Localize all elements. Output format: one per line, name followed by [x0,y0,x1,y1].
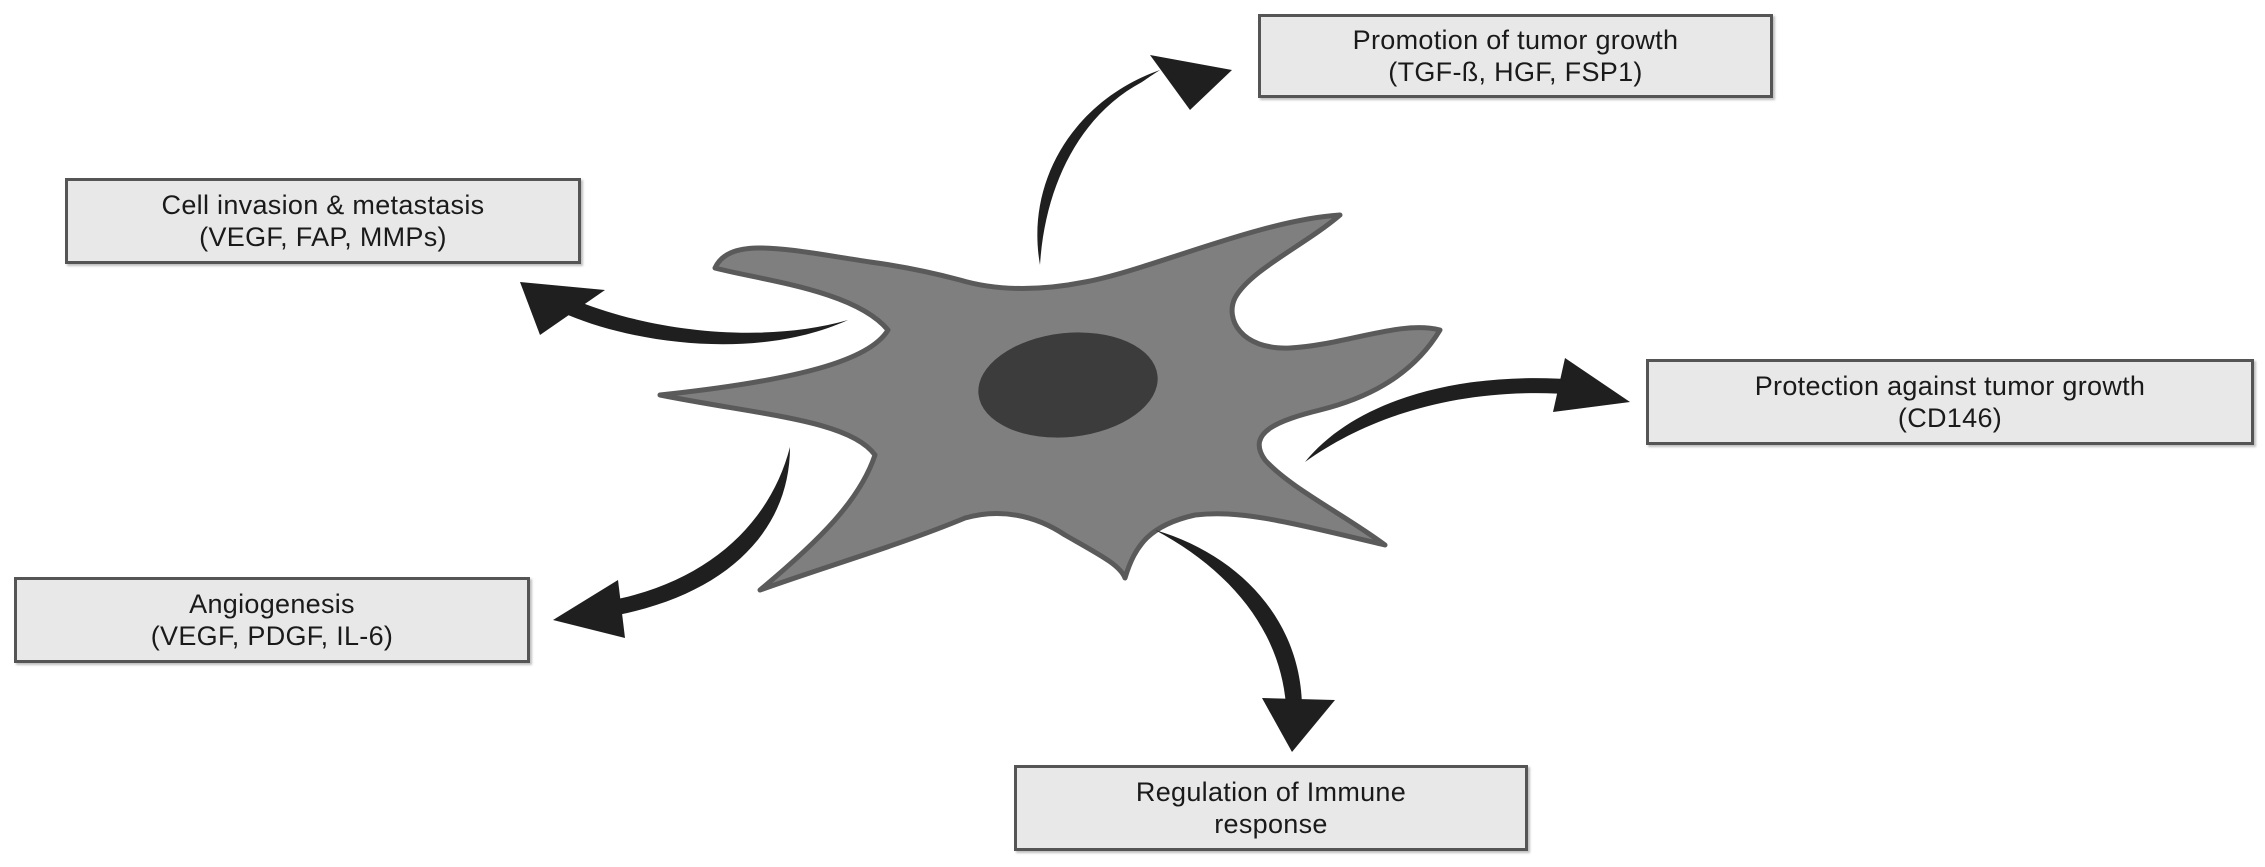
protection-title: Protection against tumor growth [1754,371,2146,401]
invasion-box: Cell invasion & metastasis (VEGF, FAP, M… [65,178,581,264]
tumor-growth-title: Promotion of tumor growth [1352,25,1679,55]
invasion-title: Cell invasion & metastasis [161,190,485,220]
arrow-to-immune [1155,530,1335,752]
arrow-to-protection [1305,358,1630,462]
angiogenesis-factors: (VEGF, PDGF, IL-6) [150,621,394,651]
immune-factors: response [1214,809,1328,839]
immune-title: Regulation of Immune [1135,777,1407,807]
angiogenesis-title: Angiogenesis [189,589,355,619]
invasion-factors: (VEGF, FAP, MMPs) [199,222,447,252]
angiogenesis-box: Angiogenesis (VEGF, PDGF, IL-6) [14,577,530,663]
protection-box: Protection against tumor growth (CD146) [1646,359,2254,445]
tumor-growth-box: Promotion of tumor growth (TGF-ß, HGF, F… [1258,14,1773,98]
arrow-to-angiogenesis [553,447,790,638]
arrow-to-invasion [520,282,848,345]
protection-factors: (CD146) [1897,403,2003,433]
nucleus-icon [978,332,1158,438]
immune-box: Regulation of Immune response [1014,765,1528,851]
tumor-growth-factors: (TGF-ß, HGF, FSP1) [1388,57,1643,87]
arrow-to-tumor-growth [1037,55,1232,265]
